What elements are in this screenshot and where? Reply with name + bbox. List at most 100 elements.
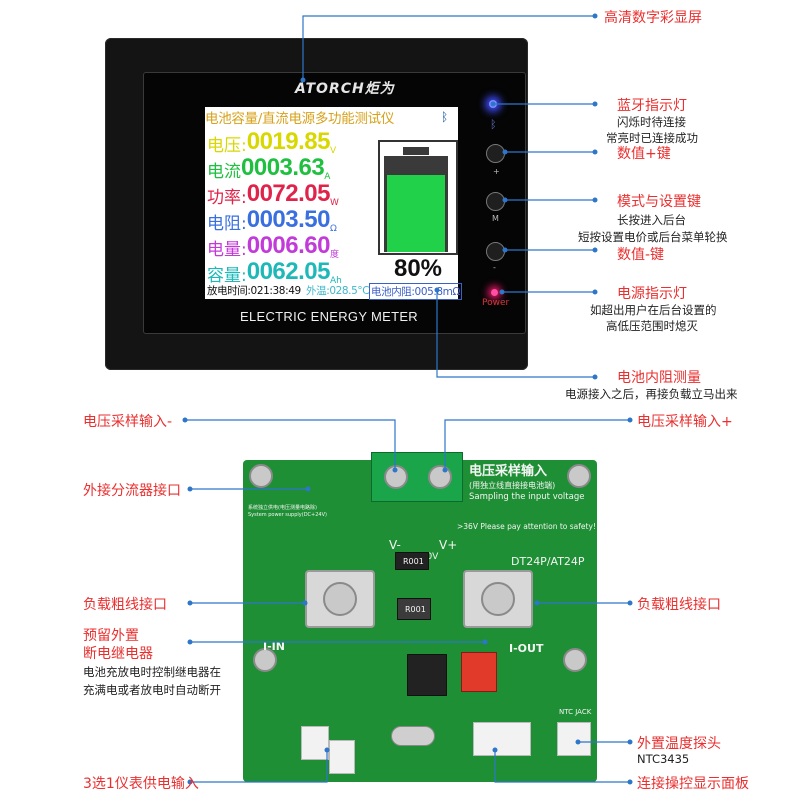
annotation-plus-key: 数值+键 [617,146,671,162]
measurement-row: 电压:0019.85V [207,128,337,156]
power-jst[interactable] [329,740,355,774]
resistor-label-2: R001 [403,557,424,566]
measurement-value: 0003.50 [246,206,331,233]
power-led [491,289,498,296]
battery-frame [378,140,458,255]
voltage-terminal-block[interactable] [371,452,463,502]
load-terminal-left[interactable] [305,570,375,628]
measurement-unit: V [330,146,337,156]
load-terminal-right[interactable] [463,570,533,628]
annotation-v-minus: 电压采样输入- [83,414,173,430]
measurement-value: 0003.63 [241,154,325,181]
relay-connector[interactable] [461,652,497,692]
annotation-power-desc1: 如超出用户在后台设置的 [590,303,717,317]
annotation-shunt: 外接分流器接口 [83,483,181,499]
pcb-iin: I-IN [263,640,285,653]
annotation-mode-key: 模式与设置键 [617,194,701,210]
pcb-iout: I-OUT [509,642,544,655]
annotation-internal-resistance: 电池内阻测量 [617,370,701,386]
pcb-title: 电压采样输入 [469,464,548,479]
internal-resistance: 电池内阻:005.8mΩ [369,283,463,300]
pcb-sampling: Sampling the input voltage [469,492,585,502]
terminal-screw-icon [428,465,452,489]
mode-button-label: M [492,214,499,223]
mode-button[interactable] [486,192,505,211]
measurement-row: 电流0003.63A [207,154,331,182]
annotation-bluetooth-desc1: 闪烁时待连接 [617,115,686,129]
plus-button[interactable] [486,144,505,163]
battery-cap [403,147,429,155]
measurement-unit: A [324,172,331,182]
terminal-screw-icon [481,582,515,616]
annotation-mode-desc2: 短按设置电价或后台菜单轮换 [578,230,728,244]
shunt-resistor-2 [397,598,431,620]
annotation-temp-probe: 外置温度探头 [637,736,721,752]
screw-icon [563,648,587,672]
shunt-resistor [395,552,429,570]
measurement-value: 0072.05 [246,180,331,207]
measurement-unit: 度 [330,250,340,260]
measurement-row: 功率:0072.05W [207,180,339,208]
measurement-label: 电量: [207,240,247,260]
panel-connector[interactable] [473,722,531,756]
measurement-row: 电阻:0003.50Ω [207,206,337,234]
micro-usb-port[interactable] [301,726,329,760]
annotation-display: 高清数字彩显屏 [604,10,702,26]
annotation-power-led: 电源指示灯 [617,286,687,302]
annotation-ir-desc: 电源接入之后，再接负载立马出来 [565,387,738,401]
plus-button-label: + [493,167,500,176]
measurement-label: 容量: [207,266,247,286]
pcb-vplus: V+ [439,538,458,552]
measurement-label: 电流 [207,162,241,182]
measurement-label: 电阻: [207,214,247,234]
discharge-time: 放电时间:021:38:49 [207,285,301,297]
pcb-sys-power-en: System power supply(DC+24V) [248,512,327,518]
annotation-bluetooth: 蓝牙指示灯 [617,98,687,114]
pcb-ntc: NTC JACK [559,708,592,716]
ic-chip [407,654,447,696]
annotation-mode-desc1: 长按进入后台 [617,213,686,227]
measurement-value: 0019.85 [246,128,331,155]
power-label: Power [482,298,510,308]
annotation-temp-model: NTC3435 [637,752,690,766]
screw-icon [567,464,591,488]
measurement-row: 容量:0062.05Ah [207,258,342,286]
measurement-label: 电压: [207,136,247,156]
bluetooth-led [489,100,497,108]
screw-icon [249,464,273,488]
annotation-power-input: 3选1仪表供电输入 [83,776,199,792]
measurement-unit: Ω [330,224,337,234]
annotation-bluetooth-desc2: 常亮时已连接成功 [606,131,698,145]
pcb-subtitle: (用独立线直接接电池端) [469,481,556,490]
battery-fill [387,175,445,252]
annotation-v-plus: 电压采样输入+ [637,414,733,430]
bluetooth-icon: ᛒ [441,110,449,124]
annotation-relay-2: 断电继电器 [83,646,153,662]
terminal-screw-icon [384,465,408,489]
pcb-vminus: V- [389,538,401,552]
annotation-relay-desc1: 电池充放电时控制继电器在 [83,665,221,679]
annotation-relay-desc2: 充满电或者放电时自动断开 [83,683,221,697]
pcb-board: 电压采样输入 (用独立线直接接电池端) Sampling the input v… [243,452,597,782]
battery-shell [384,156,448,252]
bluetooth-side-icon: ᛒ [490,118,497,131]
annotation-panel-link: 连接操控显示面板 [637,776,749,792]
pcb-warning: >36V Please pay attention to safety! [457,522,596,531]
annotation-minus-key: 数值-键 [617,247,665,263]
battery-percent: 80% [393,255,443,282]
ntc-jack[interactable] [557,722,591,756]
annotation-power-desc2: 高低压范围时熄灭 [606,319,698,333]
terminal-screw-icon [323,582,357,616]
measurement-label: 功率: [207,188,247,208]
screw-icon [253,648,277,672]
minus-button-label: - [493,263,496,272]
annotation-load-left: 负载粗线接口 [83,597,167,613]
measurement-value: 0062.05 [246,258,331,285]
minus-button[interactable] [486,242,505,261]
measurement-row: 电量:0006.60度 [207,232,340,260]
brand-logo: ATORCH炬为 [295,81,395,97]
product-label: ELECTRIC ENERGY METER [240,309,418,324]
pcb-sys-power: 系统独立供电(电压测量电路除) [248,505,317,511]
measurement-value: 0006.60 [246,232,331,259]
external-temp: 外温:028.5°C [306,285,370,297]
